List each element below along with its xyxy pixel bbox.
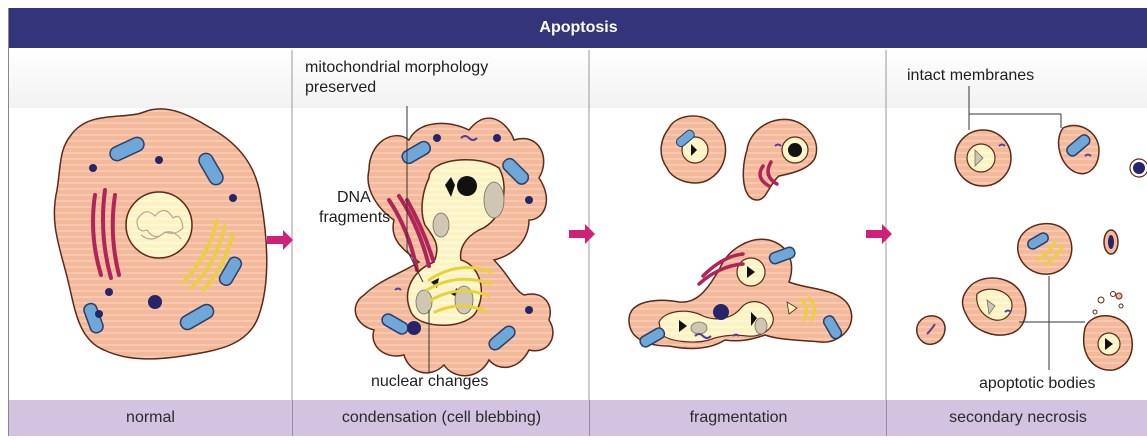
- caption-condensation: condensation (cell blebbing): [292, 400, 590, 436]
- caption-fragmentation: fragmentation: [589, 400, 887, 436]
- label-dna-line1: DNA: [337, 188, 371, 207]
- blebbing-cell: [355, 118, 553, 376]
- label-intact-membranes: intact membranes: [907, 66, 1034, 85]
- label-mito-line1: mitochondrial morphology: [305, 58, 488, 77]
- label-nuclear-changes: nuclear changes: [371, 372, 488, 391]
- arrow-2: [569, 224, 595, 244]
- apoptosis-figure: Apoptosis: [8, 8, 1147, 436]
- figure-title: Apoptosis: [9, 8, 1147, 48]
- title-bar: Apoptosis: [9, 8, 1147, 50]
- label-mito-line2: preserved: [305, 78, 376, 97]
- diagram-canvas: [9, 50, 1147, 400]
- label-dna-line2: fragments: [319, 208, 390, 227]
- caption-bar: normal condensation (cell blebbing) frag…: [9, 400, 1147, 436]
- necrotic-bodies: [917, 125, 1147, 370]
- normal-cell: [54, 109, 266, 359]
- fragmented-bodies: [629, 116, 852, 349]
- caption-normal: normal: [9, 400, 292, 436]
- arrow-3: [866, 224, 892, 244]
- arrow-1: [267, 230, 293, 250]
- caption-secondary-necrosis: secondary necrosis: [886, 400, 1147, 436]
- label-apoptotic-bodies: apoptotic bodies: [979, 374, 1096, 393]
